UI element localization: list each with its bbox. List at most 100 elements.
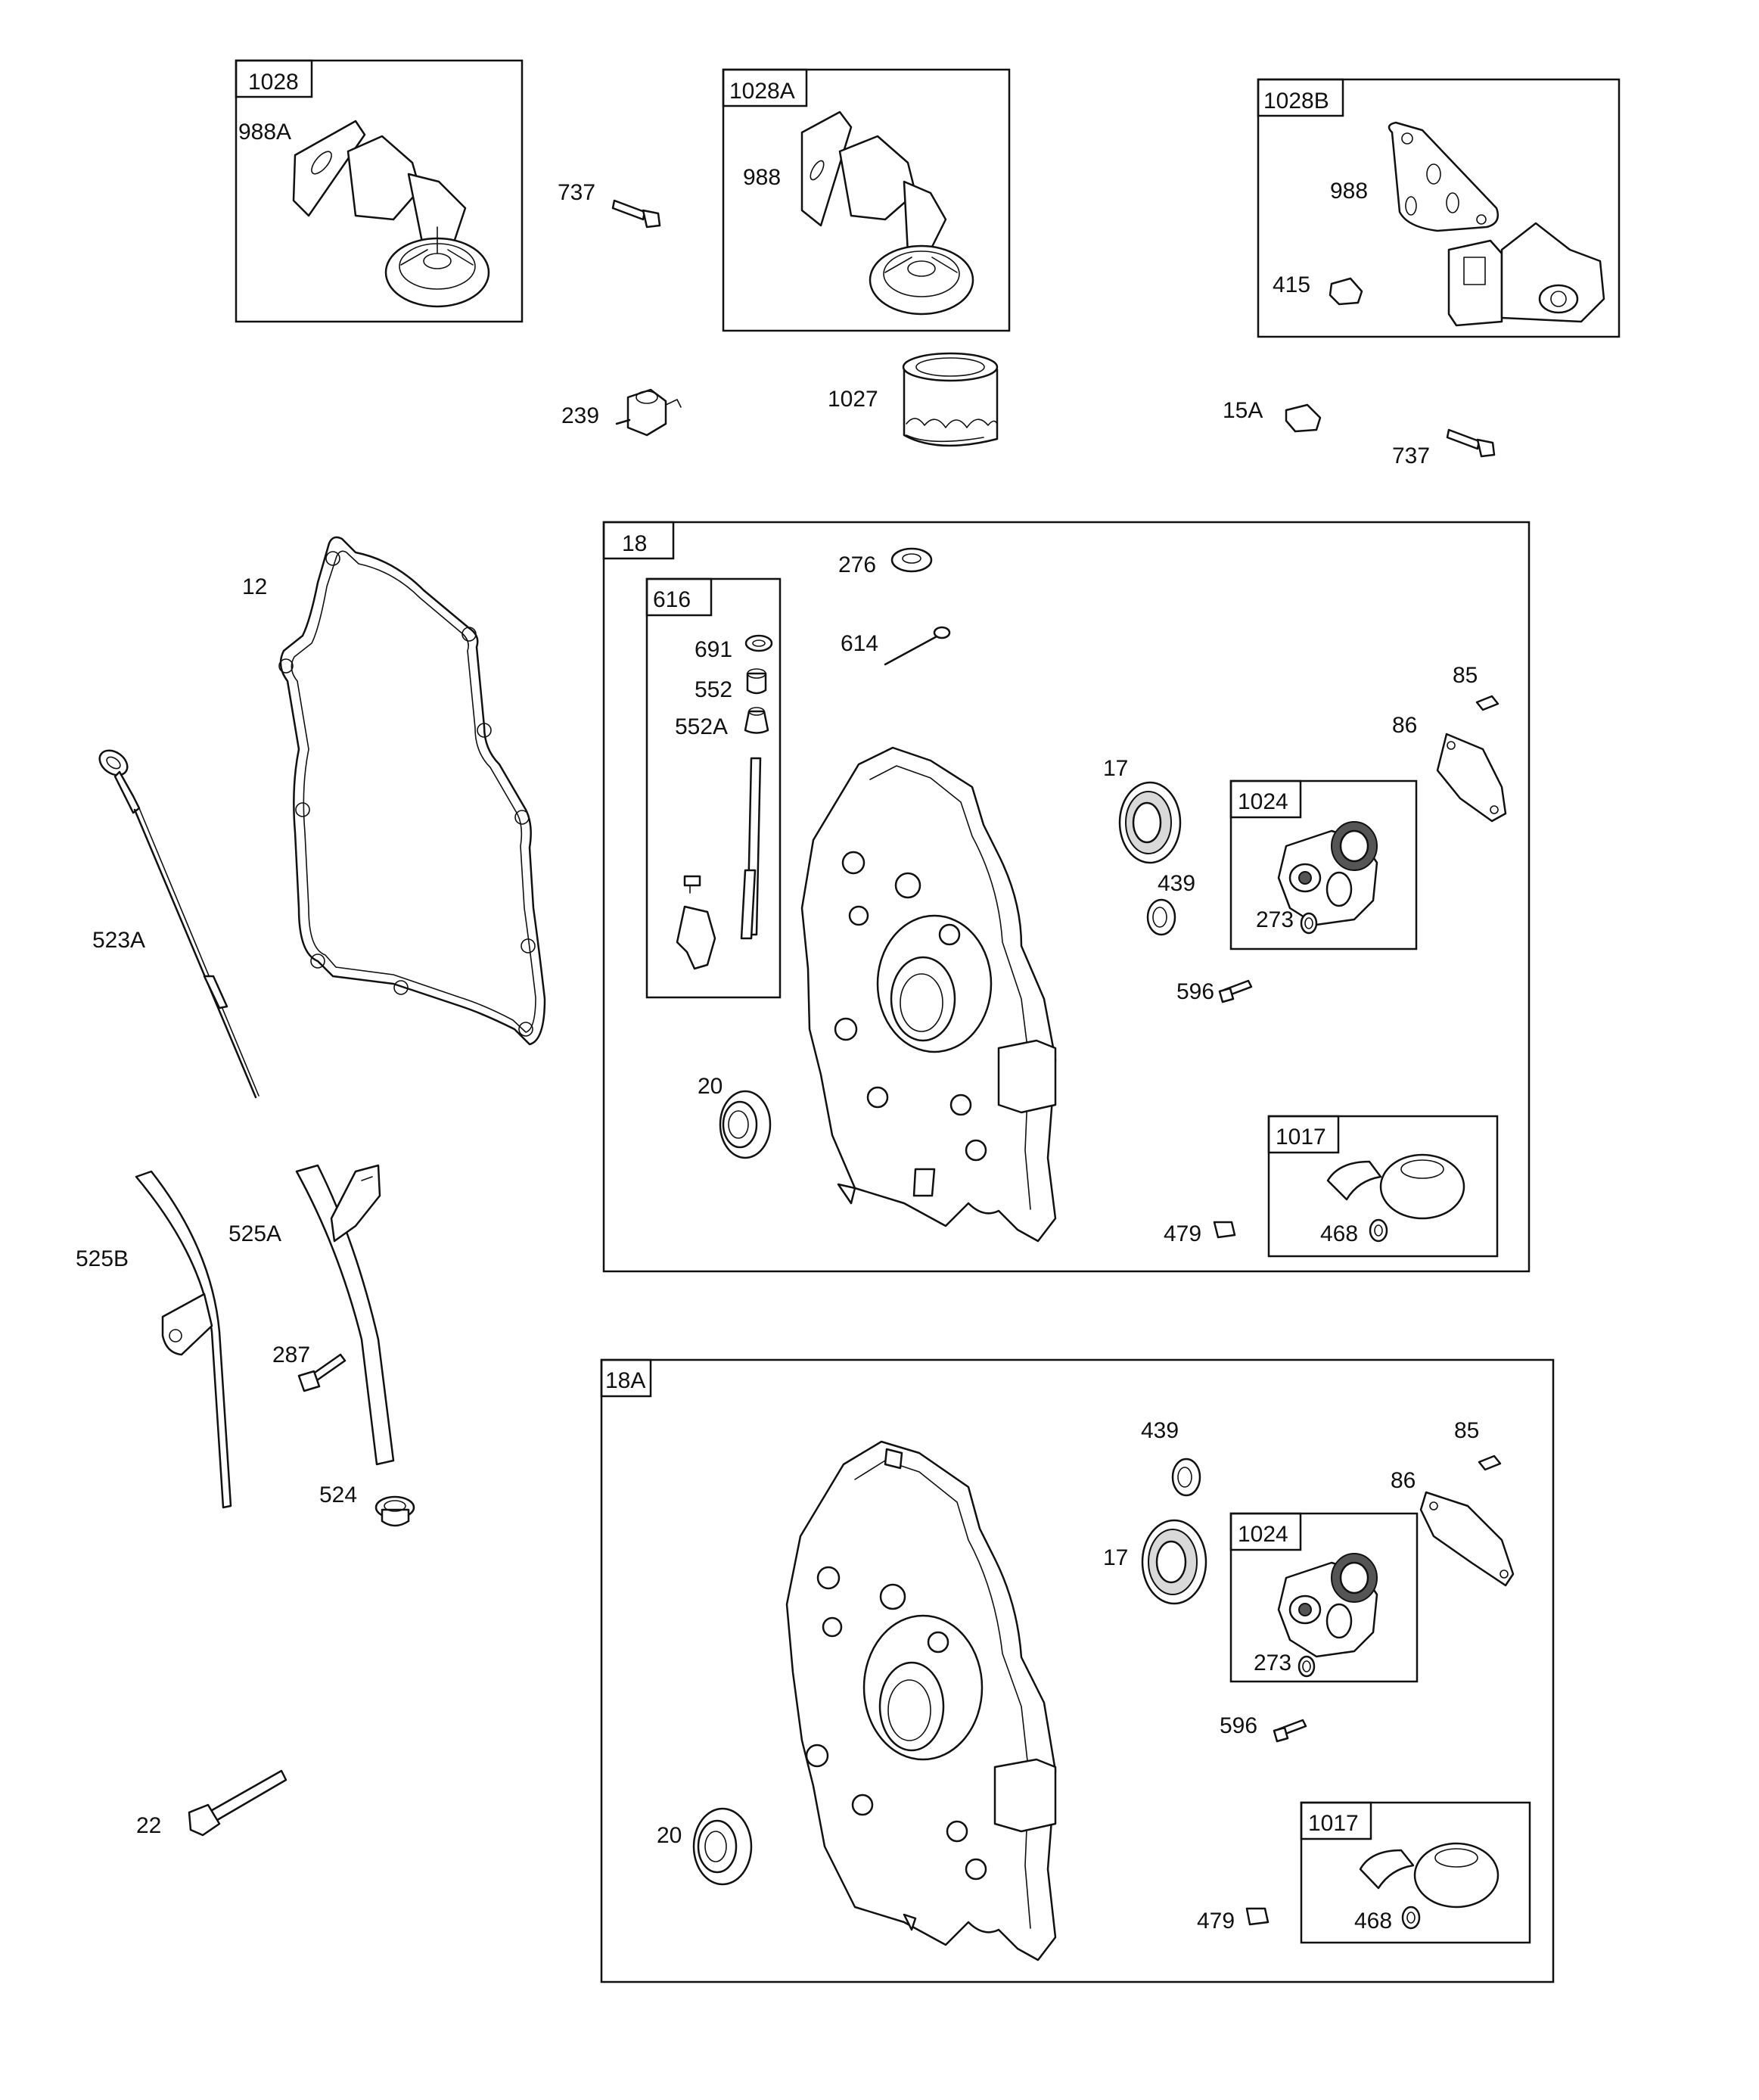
group-label-616: 616 (653, 587, 691, 612)
group-box-18A: 18A (600, 1358, 1555, 1983)
group-label-18: 18 (622, 531, 647, 556)
bearing-17-illustration (1141, 1519, 1207, 1605)
oil-filter-1027-illustration (902, 352, 999, 447)
part-label-552A: 552A (675, 714, 728, 739)
oil-pickup-1017-illustration (1359, 1842, 1500, 1909)
group-box-616: 616 (645, 577, 782, 999)
group-label-1024: 1024 (1238, 789, 1288, 814)
part-label-596: 596 (1176, 979, 1214, 1004)
part-label-737: 737 (1392, 443, 1430, 468)
plug-524-illustration (374, 1495, 415, 1527)
oil-pickup-illustration (800, 110, 974, 316)
o-ring-468-illustration (1401, 1906, 1421, 1930)
plug-415-illustration (1329, 277, 1363, 306)
part-label-614: 614 (841, 631, 878, 656)
group-box-1024: 1024 (1229, 1512, 1419, 1683)
screw-85-illustration (1475, 695, 1500, 711)
group-label-1017: 1017 (1276, 1125, 1326, 1150)
part-label-15A: 15A (1223, 398, 1263, 423)
group-box-1028A: 1028A (722, 68, 1011, 332)
group-label-1028: 1028 (248, 70, 299, 95)
part-label-273: 273 (1256, 907, 1294, 932)
screw-479-illustration (1213, 1221, 1236, 1239)
part-label-468: 468 (1320, 1221, 1358, 1246)
part-label-737: 737 (558, 180, 595, 205)
group-label-1017: 1017 (1308, 1811, 1359, 1836)
part-label-85: 85 (1454, 1418, 1479, 1443)
part-label-552: 552 (695, 677, 732, 702)
screw-737-illustration (1446, 428, 1496, 458)
part-label-20: 20 (698, 1074, 723, 1099)
washer-439-illustration (1171, 1458, 1201, 1497)
part-label-525B: 525B (76, 1246, 129, 1271)
oil-seal-20-illustration (692, 1807, 753, 1886)
dipstick-tube-525A-illustration (295, 1164, 395, 1466)
part-label-525A: 525A (228, 1221, 281, 1246)
crankcase-cover-illustration (800, 746, 1057, 1243)
part-label-468: 468 (1354, 1909, 1392, 1934)
screw-287-illustration (297, 1353, 347, 1392)
part-label-276: 276 (838, 552, 876, 577)
part-label-12: 12 (242, 574, 267, 599)
oil-pump-illustration (1277, 1553, 1378, 1658)
part-label-415: 415 (1273, 272, 1310, 297)
part-label-439: 439 (1141, 1418, 1179, 1443)
screw-596-illustration (1273, 1719, 1307, 1743)
oil-pressure-switch-239-illustration (615, 388, 682, 437)
screw-479-illustration (1245, 1907, 1270, 1926)
group-box-1028B: 1028B (1257, 78, 1621, 338)
part-label-988: 988 (743, 165, 781, 190)
part-label-439: 439 (1158, 871, 1195, 896)
crankcase-gasket-12-illustration (278, 536, 546, 1046)
part-label-1027: 1027 (828, 387, 878, 412)
group-box-1028: 1028 (235, 59, 524, 323)
part-label-85: 85 (1453, 663, 1478, 688)
bearing-17-illustration (1118, 781, 1182, 864)
group-label-1024: 1024 (1238, 1522, 1288, 1547)
screw-737-illustration (611, 199, 661, 229)
part-label-524: 524 (319, 1482, 357, 1507)
oil-pickup-1017-illustration (1326, 1153, 1465, 1220)
part-label-239: 239 (561, 403, 599, 428)
part-label-523A: 523A (92, 928, 145, 953)
dipstick-tube-525B-illustration (135, 1170, 232, 1509)
adapter-illustration (1447, 222, 1605, 327)
governor-shaft-illustration (676, 757, 762, 970)
washer-439-illustration (1146, 898, 1176, 936)
screw-596-illustration (1218, 979, 1253, 1003)
bolt-22-illustration (188, 1769, 287, 1837)
cover-plate-86-illustration (1419, 1491, 1515, 1587)
part-label-22: 22 (136, 1813, 161, 1838)
group-box-1017: 1017 (1267, 1115, 1499, 1258)
cotter-pin-614-illustration (884, 626, 951, 666)
group-label-1028B: 1028B (1263, 89, 1329, 114)
dipstick-523A-illustration (98, 749, 259, 1099)
part-label-988A: 988A (238, 120, 291, 145)
seal-276-illustration (890, 547, 933, 573)
crankcase-cover-illustration (785, 1440, 1057, 1962)
group-label-1028A: 1028A (729, 79, 795, 104)
bushing-552A-illustration (744, 707, 769, 734)
plug-15A-illustration (1285, 403, 1322, 433)
o-ring-273-illustration (1297, 1655, 1316, 1678)
part-label-17: 17 (1103, 1545, 1128, 1570)
washer-691-illustration (744, 634, 773, 652)
gasket-988-illustration (1388, 121, 1500, 232)
part-label-691: 691 (695, 637, 732, 662)
group-box-1017: 1017 (1300, 1801, 1531, 1944)
part-label-20: 20 (657, 1823, 682, 1848)
oil-seal-20-illustration (719, 1090, 772, 1159)
part-label-479: 479 (1197, 1909, 1235, 1934)
oil-pickup-illustration (292, 120, 490, 308)
part-label-287: 287 (272, 1342, 310, 1367)
bushing-552-illustration (746, 668, 767, 695)
group-box-18: 18 (602, 521, 1531, 1273)
part-label-479: 479 (1164, 1221, 1201, 1246)
part-label-273: 273 (1254, 1650, 1291, 1675)
oil-pump-illustration (1277, 821, 1378, 926)
group-box-1024: 1024 (1229, 779, 1418, 950)
part-label-86: 86 (1391, 1468, 1416, 1493)
cover-plate-86-illustration (1436, 733, 1507, 823)
o-ring-273-illustration (1300, 912, 1318, 935)
